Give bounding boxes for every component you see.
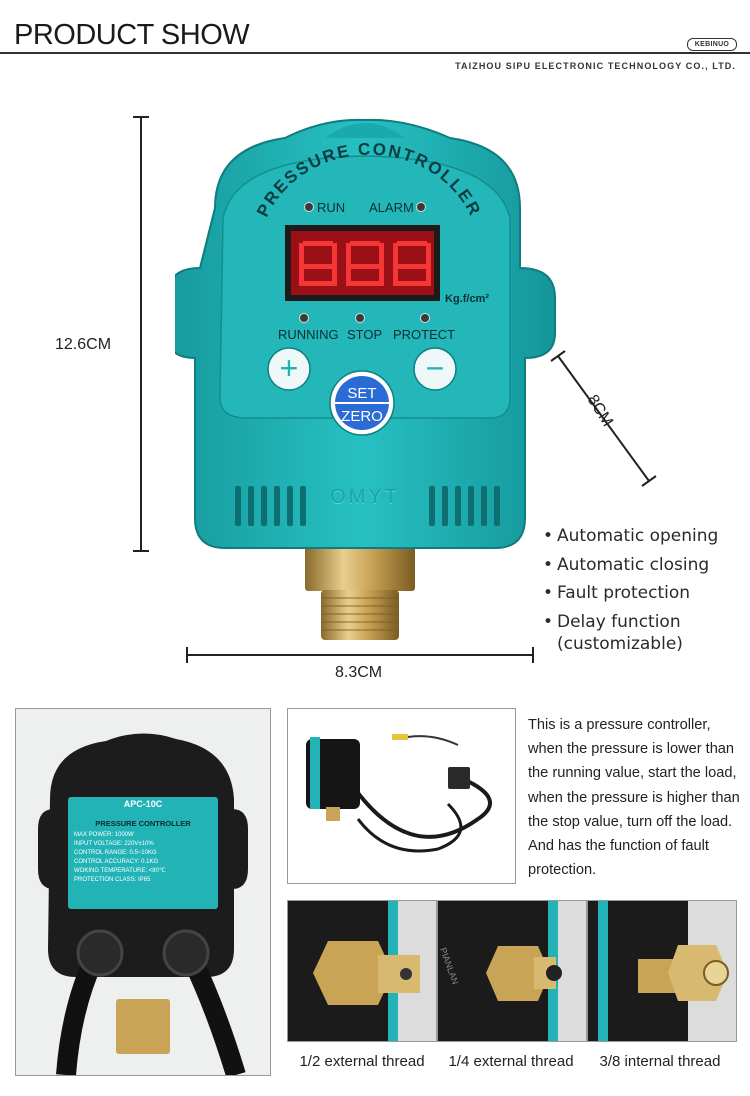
- thread-illustration-2: [438, 901, 562, 1041]
- width-dimension-line: [187, 654, 534, 656]
- set-button[interactable]: SET: [347, 385, 377, 402]
- thread-caption-3: 3/8 internal thread: [599, 1053, 721, 1070]
- thread-photo-1: [287, 900, 437, 1042]
- height-label: 12.6CM: [55, 336, 112, 353]
- brand-logo: KEBINUO: [687, 38, 737, 51]
- protect-indicator-label: PROTECT: [393, 327, 456, 342]
- plus-button[interactable]: +: [279, 350, 299, 386]
- product-description: This is a pressure controller, when the …: [528, 717, 740, 879]
- pressure-controller-device: PRESSURE CONTROLLER: [166, 118, 560, 648]
- list-item: •Automatic opening: [543, 526, 719, 546]
- zero-button[interactable]: ZERO: [341, 408, 383, 425]
- stop-indicator-label: STOP: [347, 327, 383, 342]
- thread-photo-3: [587, 900, 737, 1042]
- back-label-title: PRESSURE CONTROLLER: [95, 819, 191, 828]
- list-item: •Fault protection: [543, 583, 691, 603]
- back-label-model: APC-10C: [123, 799, 163, 809]
- thread-caption-2: 1/4 external thread: [448, 1053, 574, 1070]
- alarm-indicator-label: ALARM: [369, 200, 414, 215]
- width-dimension-cap-left: [186, 647, 188, 663]
- cable-view-illustration: [306, 734, 492, 853]
- height-dimension-line: [140, 116, 142, 552]
- page-title: PRODUCT SHOW: [14, 19, 250, 51]
- width-label: 8.3CM: [335, 664, 383, 681]
- embossed-brand: OMYT: [330, 486, 400, 508]
- back-view-illustration: [38, 733, 248, 1075]
- list-item: •Delay function: [543, 611, 681, 632]
- depth-dimension-line: [550, 350, 657, 487]
- thread-photo-2: PIANLAN: [437, 900, 587, 1042]
- list-item: •Automatic closing: [543, 554, 710, 575]
- cable-view-photo: [287, 708, 516, 884]
- height-dimension-cap-bottom: [133, 550, 149, 552]
- minus-button[interactable]: −: [425, 350, 445, 386]
- back-view-photo: APC-10C PRESSURE CONTROLLER MAX POWER: 1…: [15, 708, 271, 1076]
- feature-note: (customizable): [557, 633, 683, 654]
- feature-list: •Automatic opening •Automatic closing •F…: [543, 522, 743, 654]
- thread-caption-1: 1/2 external thread: [299, 1053, 425, 1070]
- running-indicator-label: RUNNING: [278, 327, 339, 342]
- height-dimension-cap-top: [133, 116, 149, 118]
- thread-illustration-1: [288, 901, 420, 1041]
- back-label-specs: MAX POWER: 1000W INPUT VOLTAGE: 220V±10%…: [74, 832, 166, 883]
- thread-illustration-3: [588, 901, 729, 1041]
- header-divider: [0, 52, 750, 54]
- unit-label: Kg.f/cm²: [445, 293, 489, 305]
- width-dimension-cap-right: [532, 647, 534, 663]
- company-name: TAIZHOU SIPU ELECTRONIC TECHNOLOGY CO., …: [455, 61, 736, 71]
- run-indicator-label: RUN: [317, 200, 346, 215]
- device-body-shape: PRESSURE CONTROLLER: [166, 118, 556, 640]
